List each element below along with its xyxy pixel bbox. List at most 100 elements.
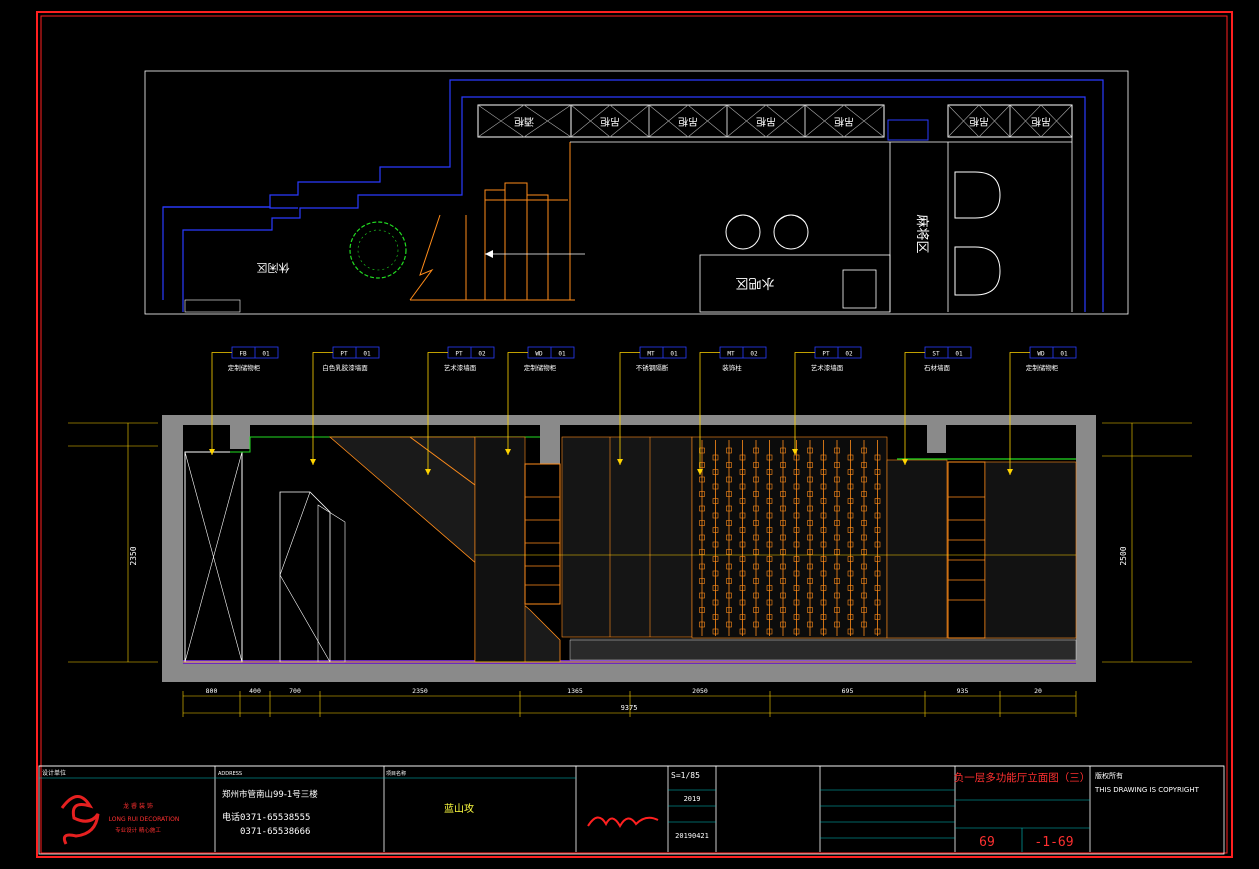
column-block (780, 607, 786, 613)
column-block (739, 498, 746, 504)
column-block (861, 491, 867, 497)
callout-code: PT (455, 351, 463, 358)
plan-label-leisure: 休闲区 (257, 261, 290, 275)
column-block (807, 462, 813, 468)
column-block (766, 483, 773, 490)
column-block (712, 599, 719, 606)
column-block (847, 628, 854, 635)
callout-leader (699, 352, 720, 475)
elevation-column-wall (691, 436, 888, 639)
callout-leader (1009, 352, 1030, 475)
column-block (739, 585, 746, 591)
company-slogan: 专业设计 精心施工 (115, 826, 161, 834)
column-block (753, 578, 759, 584)
column-block (739, 483, 746, 490)
height-dimension-right: 2500 (1119, 546, 1128, 565)
column-block (699, 534, 705, 541)
project-name: 蓝山攻 (444, 802, 474, 815)
column-block (766, 570, 773, 577)
column-block (861, 447, 867, 454)
column-block (847, 585, 854, 591)
dimension-text: 2350 (412, 687, 428, 695)
level-markers-left (68, 422, 158, 663)
callout-text: 白色乳胶漆墙面 (322, 363, 368, 372)
column-block (793, 483, 800, 490)
column-block (726, 607, 732, 613)
column-block (834, 549, 840, 555)
column-block (699, 549, 705, 555)
elevation-door-x (184, 451, 243, 663)
column-block (726, 462, 732, 468)
column-block (753, 592, 759, 599)
column-block (834, 534, 840, 541)
plan-chair (954, 246, 1001, 296)
column-block (699, 621, 705, 628)
column-block (780, 549, 786, 555)
callout-leader (507, 352, 528, 455)
column-block (726, 549, 732, 555)
column-block (820, 512, 827, 519)
column-block (847, 454, 854, 461)
column-block (793, 599, 800, 606)
dimension-text: 935 (957, 687, 969, 695)
column-block (861, 621, 867, 628)
column-block (712, 585, 719, 591)
column-block (820, 498, 827, 504)
column-block (753, 534, 759, 541)
column-block (807, 621, 813, 628)
column-block (834, 563, 840, 570)
plan-pillar (887, 119, 929, 141)
column-block (766, 512, 773, 519)
callout-arrow (792, 449, 798, 455)
column-block (807, 447, 813, 454)
plan-cabinets-row (570, 104, 885, 138)
column-block (739, 599, 746, 606)
column-block (793, 556, 800, 562)
column-block (739, 628, 746, 635)
plan-stairs (409, 182, 575, 301)
column-block (753, 476, 759, 483)
company-logo-icon (60, 795, 100, 845)
address-value: 郑州市管南山99-1号三楼 (222, 789, 318, 800)
dimension-lines (183, 695, 1076, 714)
column-block (847, 469, 854, 475)
column-block (699, 505, 705, 512)
project-label: 项目名称 (386, 770, 406, 777)
callout-arrow (697, 469, 703, 475)
column-block (793, 614, 800, 620)
column-block (820, 614, 827, 620)
column-block (834, 578, 840, 584)
callout-code: MT (727, 351, 735, 358)
plan-label-cabinet: 吊柜 (678, 115, 698, 128)
callout-text: 定制储物柜 (228, 363, 261, 372)
callout-number: 01 (670, 351, 678, 358)
column-block (726, 520, 732, 526)
column-block (820, 454, 827, 461)
column-block (726, 563, 732, 570)
column-block (861, 549, 867, 555)
column-block (712, 498, 719, 504)
callout-code: WD (535, 351, 543, 358)
column-block (807, 534, 813, 541)
column-block (834, 447, 840, 454)
callout-number: 01 (558, 351, 566, 358)
callout-leader (211, 352, 232, 455)
outer-frame (36, 11, 1233, 858)
plan-plant (349, 221, 407, 279)
column-block (726, 491, 732, 497)
elevation-wave-wall (561, 436, 693, 638)
column-block (874, 541, 881, 548)
elevation-cabinet-right (947, 461, 986, 639)
column-block (739, 454, 746, 461)
phone-label: 电话 (222, 811, 240, 823)
column-block (793, 570, 800, 577)
column-block (780, 534, 786, 541)
plan-label-mahjong: 麻将区 (914, 214, 929, 253)
elevation-cabinet-right-shelves (948, 496, 985, 601)
column-block (712, 570, 719, 577)
column-block (820, 483, 827, 490)
date-value: 20190421 (675, 832, 709, 840)
column-block (726, 476, 732, 483)
